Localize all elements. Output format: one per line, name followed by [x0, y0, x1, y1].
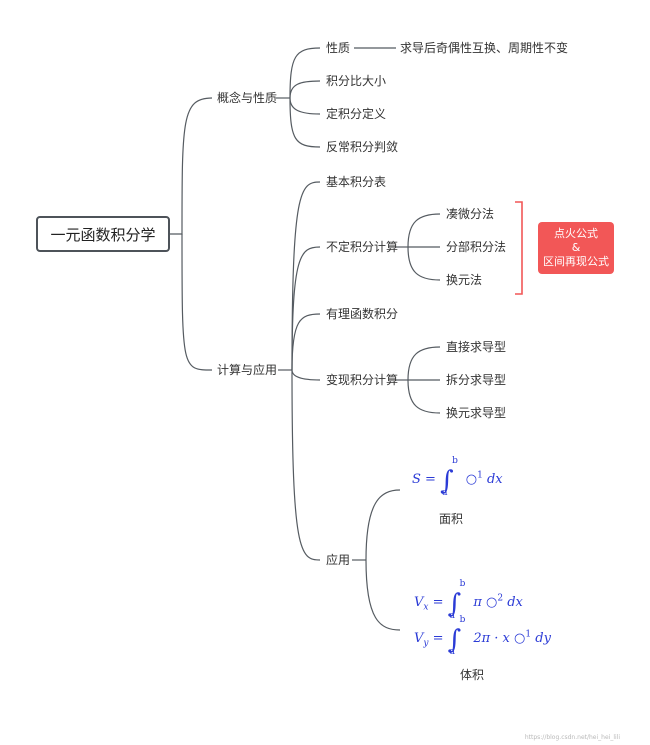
node-improper[interactable]: 反常积分判敛 [326, 140, 399, 154]
node-concept[interactable]: 概念与性质 [217, 91, 278, 105]
node-basic-table[interactable]: 基本积分表 [326, 175, 387, 189]
node-property-note[interactable]: 求导后奇偶性互换、周期性不变 [400, 41, 569, 55]
formula-vy-lhs: V [414, 631, 424, 646]
link-concept-improper [289, 97, 321, 148]
link-app-area [365, 489, 401, 561]
lower-limit: a [449, 647, 456, 657]
link-indef-3 [407, 246, 441, 281]
label-volume: 体积 [460, 668, 485, 682]
formula-vx-exp: 2 [497, 593, 504, 604]
link-concept-property [289, 47, 321, 99]
equals-sign: = [425, 472, 441, 487]
upper-limit: b [459, 579, 466, 589]
formula-area-diff: dx [486, 472, 503, 487]
link-concept-definite [289, 97, 321, 115]
node-application[interactable]: 应用 [326, 553, 351, 567]
placeholder-circle: ○ [514, 631, 526, 646]
root-label: 一元函数积分学 [50, 225, 156, 244]
node-rational[interactable]: 有理函数积分 [326, 307, 399, 321]
node-var-type-1[interactable]: 直接求导型 [446, 340, 507, 354]
placeholder-circle: ○ [486, 595, 498, 610]
formula-vy-sub: y [423, 638, 429, 649]
link-var-1 [407, 346, 441, 381]
node-indef-method-2[interactable]: 分部积分法 [446, 240, 507, 254]
label-area: 面积 [439, 512, 464, 526]
link-indef-1 [407, 213, 441, 248]
link-calc-application [291, 369, 321, 561]
formula-vx-coef: π [473, 595, 482, 610]
callout-line-3: 区间再现公式 [543, 255, 609, 268]
node-indef-method-1[interactable]: 凑微分法 [446, 207, 495, 221]
node-indefinite[interactable]: 不定积分计算 [326, 240, 399, 254]
upper-limit: b [459, 615, 466, 625]
node-compare[interactable]: 积分比大小 [326, 74, 387, 88]
link-calc-varlimit [291, 369, 321, 381]
node-calc[interactable]: 计算与应用 [217, 363, 278, 377]
link-var-3 [407, 379, 441, 414]
formula-area-exp: 1 [477, 470, 483, 481]
formula-vx-lhs: V [414, 595, 424, 610]
link-calc-indefinite [291, 246, 321, 371]
formula-vx-sub: x [423, 602, 429, 613]
link-root-concept [170, 97, 213, 235]
formula-vx-diff: dx [507, 595, 523, 610]
callout-line-2: & [571, 241, 581, 254]
link-concept-compare [289, 80, 321, 99]
node-var-type-2[interactable]: 拆分求导型 [446, 373, 507, 387]
watermark: https://blog.csdn.net/hei_hei_lili [524, 734, 620, 741]
lower-limit: a [442, 488, 448, 498]
node-var-type-3[interactable]: 换元求导型 [446, 406, 507, 420]
node-definite-def[interactable]: 定积分定义 [326, 107, 387, 121]
node-property[interactable]: 性质 [326, 41, 351, 55]
formula-vy-diff: dy [535, 631, 551, 646]
node-indef-method-3[interactable]: 换元法 [446, 273, 483, 287]
node-varlimit[interactable]: 变现积分计算 [326, 373, 399, 387]
root-node[interactable]: 一元函数积分学 [36, 216, 170, 252]
link-calc-basic [291, 181, 321, 371]
upper-limit: b [452, 456, 458, 466]
formula-vy-coef: 2π · x [473, 631, 510, 646]
formula-area-lhs: S [412, 472, 421, 487]
equals-sign: = [432, 631, 448, 646]
link-root-calc [181, 233, 213, 371]
bracket-indefinite [515, 201, 523, 295]
lower-limit: a [449, 611, 456, 621]
link-app-volume [365, 559, 401, 631]
callout-line-1: 点火公式 [554, 227, 598, 240]
callout-formulas[interactable]: 点火公式 & 区间再现公式 [538, 222, 614, 274]
placeholder-circle: ○ [465, 472, 478, 487]
equals-sign: = [432, 595, 448, 610]
formula-vy-exp: 1 [525, 629, 532, 640]
link-calc-rational [291, 313, 321, 371]
